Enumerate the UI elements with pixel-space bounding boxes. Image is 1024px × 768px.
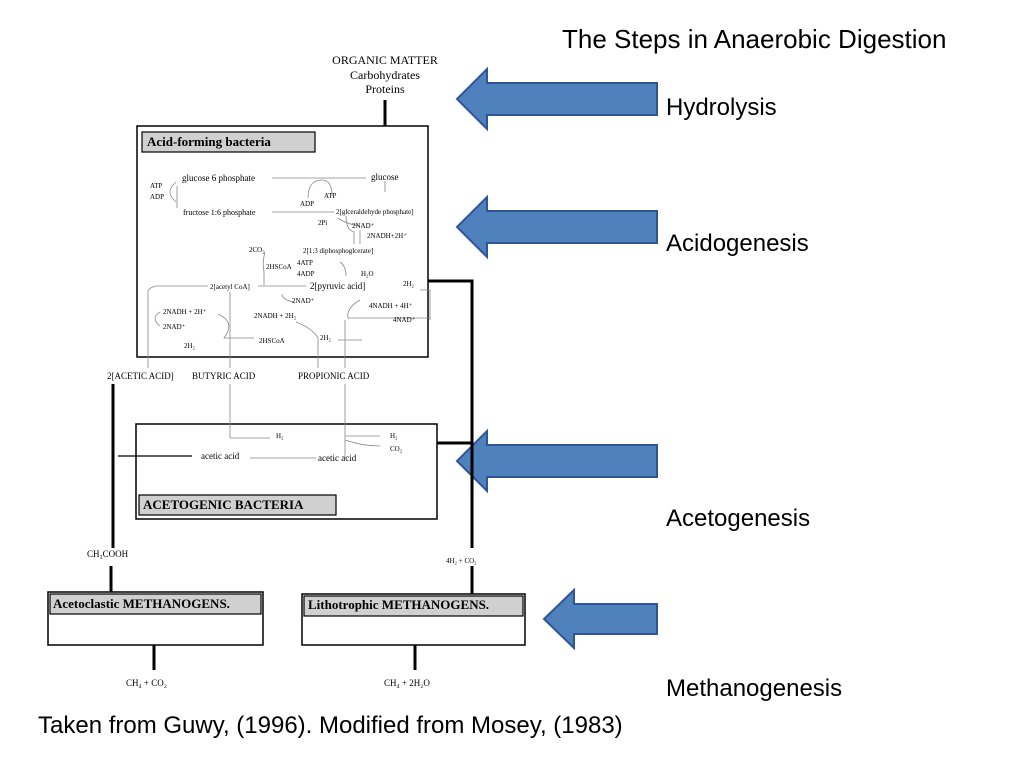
arrow-acetogenesis <box>455 428 658 494</box>
h2-a-label: H₂ <box>276 432 284 440</box>
acetyl-coa-label: 2[acetyl CoA] <box>210 283 250 291</box>
acetic-acid-2-label: acetic acid <box>318 453 357 463</box>
two-nadh-2h-left-label: 2NADH + 2H⁺ <box>163 308 207 316</box>
acid-forming-bacteria-label-box <box>141 131 316 153</box>
acetoclastic-methanogens-label: Acetoclastic METHANOGENS. <box>53 596 230 611</box>
atp-right-label: ATP <box>324 192 337 200</box>
glceraldehyde-label: 2[glceraldehyde phosphate] <box>336 208 414 216</box>
adp-left-label: ADP <box>150 193 164 201</box>
organic-matter-label: ORGANIC MATTER <box>332 53 438 67</box>
propionic-acid-label: PROPIONIC ACID <box>298 371 370 381</box>
lithotrophic-methanogens-label: Lithotrophic METHANOGENS. <box>308 597 489 612</box>
step-label-acetogenesis: Acetogenesis <box>666 505 811 532</box>
slide-title: The Steps in Anaerobic Digestion <box>562 24 947 54</box>
h2-b-label: H₂ <box>390 432 398 440</box>
acid-forming-bacteria-box <box>136 125 429 358</box>
fructose-label: fructose 1:6 phosphate <box>183 208 256 217</box>
two-nadh-2h-label: 2NADH+2H⁺ <box>367 232 407 240</box>
two-hscoa-label: 2HSCoA <box>266 263 292 271</box>
butyric-acid-label: BUTYRIC ACID <box>192 371 256 381</box>
lithotrophic-methanogens-box <box>301 593 526 646</box>
h2o-label: H₂O <box>361 270 374 278</box>
two-h2-bottom-label: 2H₂ <box>320 334 332 342</box>
arrow-acidogenesis <box>455 194 658 260</box>
step-arrows <box>455 66 658 651</box>
two-hscoa-bottom-label: 2HSCoA <box>259 337 285 345</box>
acid-forming-bacteria-label: Acid-forming bacteria <box>147 134 271 149</box>
step-label-hydrolysis: Hydrolysis <box>666 94 777 121</box>
two-h2-right-label: 2H₂ <box>403 280 415 288</box>
arrow-hydrolysis <box>455 66 658 132</box>
step-label-acidogenesis: Acidogenesis <box>666 230 809 257</box>
two-co2-label: 2CO₂ <box>249 246 265 254</box>
glucose-label: glucose <box>371 172 399 182</box>
co2-b-label: CO₂ <box>390 445 403 453</box>
two-nadh-2h2-label: 2NADH + 2H₂ <box>254 312 297 320</box>
acetogenic-bacteria-label: ACETOGENIC BACTERIA <box>143 497 304 512</box>
h2-co2-label: 4H₂ + CO₂ <box>446 557 477 565</box>
ch3cooh-label: CH₃COOH <box>87 549 129 559</box>
two-nad-mid-label: 2NAD⁺ <box>292 297 315 305</box>
lithotrophic-methanogens-label-box <box>303 595 524 617</box>
four-adp-label: 4ADP <box>297 270 315 278</box>
two-h2-left-label: 2H₂ <box>184 342 196 350</box>
two-pi-label: 2Pi <box>318 219 327 227</box>
acetic-acid-1-label: acetic acid <box>201 451 240 461</box>
acetic-acid-products-label: 2[ACETIC ACID] <box>107 371 174 381</box>
acetogenic-bacteria-label-box <box>138 494 337 516</box>
acetogenic-bacteria-box <box>135 423 438 520</box>
atp-left-label: ATP <box>150 182 163 190</box>
glycolysis-lines <box>147 177 431 368</box>
arrow-methanogenesis <box>542 587 658 651</box>
step-label-methanogenesis: Methanogenesis <box>666 675 843 702</box>
carbohydrates-label: Carbohydrates <box>350 68 420 82</box>
four-nadh-4h-label: 4NADH + 4H⁺ <box>369 302 413 310</box>
proteins-label: Proteins <box>365 82 405 96</box>
pyruvic-acid-label: 2[pyruvic acid] <box>310 281 365 291</box>
adp-right-label: ADP <box>300 200 314 208</box>
ch4-h2o-label: CH₄ + 2H₂O <box>384 678 430 688</box>
four-nad-label: 4NAD⁺ <box>393 316 416 324</box>
two-nad-plus-label: 2NAD⁺ <box>352 222 375 230</box>
acetoclastic-methanogens-box <box>47 591 264 646</box>
acetoclastic-methanogens-label-box <box>49 593 262 615</box>
glucose-6-phosphate-label: glucose 6 phosphate <box>182 173 255 183</box>
thick-connectors <box>109 279 474 670</box>
four-atp-label: 4ATP <box>297 259 313 267</box>
acetogenic-lines <box>229 384 381 459</box>
ch4-co2-label: CH₄ + CO₂ <box>126 678 167 688</box>
two-nad-left-label: 2NAD⁺ <box>163 323 186 331</box>
citation: Taken from Guwy, (1996). Modified from M… <box>38 712 623 739</box>
diphosphoglcerate-label: 2[1:3 diphosphoglcerate] <box>303 247 373 255</box>
